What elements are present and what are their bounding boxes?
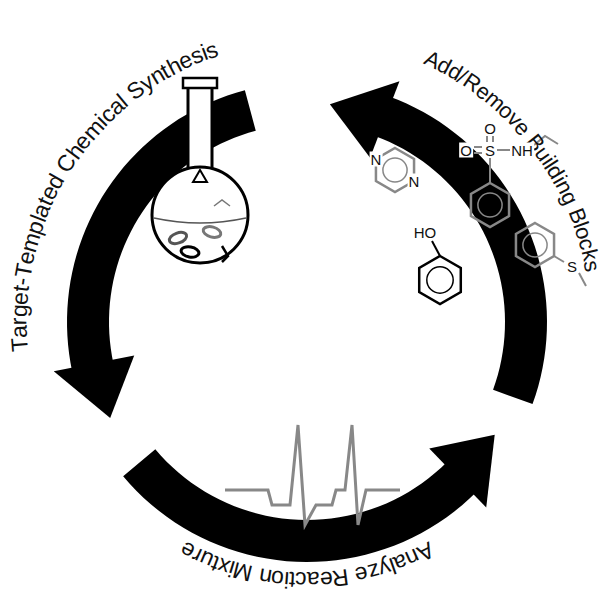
molecule-chain <box>222 246 228 262</box>
molecule-chain <box>214 200 230 206</box>
spectrum-trace <box>225 425 400 525</box>
molecule-ring <box>168 230 188 246</box>
arrow-bottom-head <box>429 435 494 508</box>
arrow-left-head <box>54 356 134 418</box>
letter: a <box>307 568 320 591</box>
arrow-right-head <box>330 81 400 158</box>
letter: a <box>7 325 30 339</box>
benzene-ring-aromatic <box>478 193 502 217</box>
flask-lip <box>183 78 217 88</box>
double-bond <box>492 136 494 142</box>
step-label: Target-Templated Chemical Synthesis <box>1 32 231 364</box>
letter: r <box>7 317 30 325</box>
amide-bond <box>497 149 510 151</box>
letter: c <box>295 568 307 591</box>
flask-target <box>193 170 207 182</box>
phenol-ring <box>419 256 461 304</box>
step-label: Add/Remove Building Blocks <box>414 43 609 284</box>
atom-label: HO <box>413 225 438 240</box>
thioanisole-ring <box>516 223 554 267</box>
molecule-ring <box>180 246 199 259</box>
liquid-surface <box>154 218 246 223</box>
step-label: Analyze Reaction Mixture <box>169 532 443 598</box>
double-bond <box>474 146 482 148</box>
atom-label: O <box>459 143 473 158</box>
methyl-bond <box>579 273 586 286</box>
arrow-left-body <box>67 90 256 372</box>
atom-label: NH <box>510 143 534 158</box>
double-bond <box>474 152 482 154</box>
phenol-ring-aromatic <box>427 267 453 293</box>
double-bond <box>486 136 488 142</box>
atom-label: O <box>483 121 497 136</box>
atom-label: N <box>370 152 383 167</box>
benzene-ring <box>471 183 509 227</box>
atom-label: S <box>566 259 578 274</box>
letter: e <box>8 291 32 306</box>
pyrimidine-ring-aromatic <box>383 158 407 182</box>
thioanisole-ring-aromatic <box>523 233 547 257</box>
flask-bulb <box>152 167 248 263</box>
flask-neck <box>188 84 212 176</box>
molecule-ring <box>202 225 222 239</box>
atom-label: N <box>408 174 421 189</box>
letter: g <box>7 304 30 318</box>
atom-label: S <box>484 143 496 158</box>
hydroxyl-bond <box>432 241 440 256</box>
thioether-bond <box>554 256 564 262</box>
sulfonyl-bond <box>489 158 491 183</box>
arrow-right-body <box>375 96 547 404</box>
letter: R <box>331 565 350 590</box>
letter: e <box>319 567 333 591</box>
letter: T <box>8 337 32 353</box>
